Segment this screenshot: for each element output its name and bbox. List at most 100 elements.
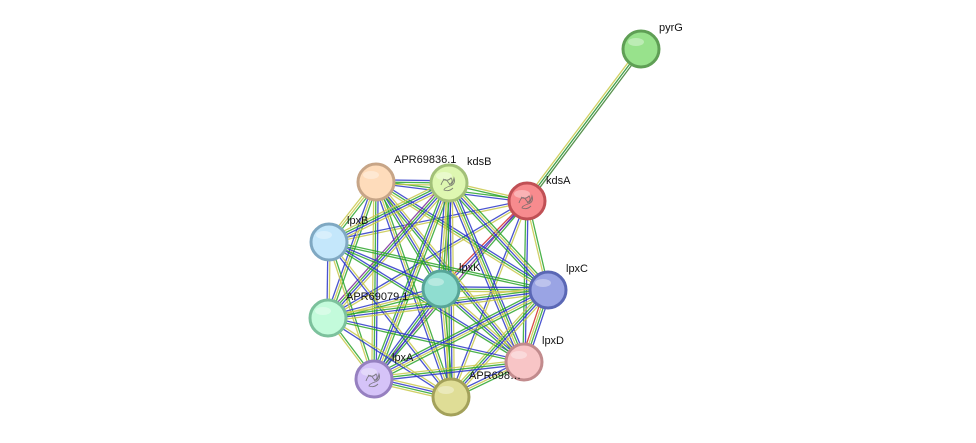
edge-kdsB-lpxC bbox=[450, 180, 551, 289]
edge-lpxC-APR698 bbox=[449, 288, 548, 397]
node-kdsA[interactable]: kdsA bbox=[507, 175, 571, 221]
edge-kdsB-lpxA bbox=[372, 182, 449, 379]
edge-APR69079-APR698 bbox=[328, 316, 452, 397]
node-APR69836[interactable]: APR69836.1 bbox=[356, 154, 456, 202]
edge-APR69836-lpxK bbox=[375, 181, 442, 290]
node-highlight bbox=[438, 386, 454, 394]
edge-lpxD-lpxA bbox=[374, 363, 525, 382]
node-lpxD[interactable]: lpxD bbox=[504, 335, 564, 382]
edge-lpxB-lpxA bbox=[329, 241, 376, 379]
edge-kdsA-lpxB bbox=[329, 201, 528, 244]
node-label: lpxA bbox=[392, 352, 414, 364]
edge-kdsB-lpxB bbox=[329, 183, 450, 244]
node-highlight bbox=[436, 172, 452, 180]
edge-layer bbox=[325, 47, 644, 401]
node-highlight bbox=[511, 351, 527, 359]
node-label: APR698… bbox=[469, 370, 521, 382]
node-highlight bbox=[628, 38, 644, 46]
node-label: APR69836.1 bbox=[394, 154, 456, 166]
edge-lpxC-lpxA bbox=[375, 292, 550, 383]
edge-kdsA-lpxB bbox=[328, 199, 527, 242]
node-label: lpxC bbox=[566, 263, 588, 275]
node-lpxK[interactable]: lpxK bbox=[421, 262, 481, 309]
edge-lpxC-APR698 bbox=[448, 287, 547, 396]
node-circle[interactable] bbox=[528, 270, 568, 310]
node-label: lpxD bbox=[542, 335, 564, 347]
node-kdsB[interactable]: kdsB bbox=[429, 156, 491, 203]
node-label: pyrG bbox=[659, 22, 683, 34]
edge-pyrG-kdsA bbox=[528, 49, 644, 203]
node-APR69079[interactable]: APR69079.1 bbox=[308, 291, 408, 338]
edge-kdsA-APR69079 bbox=[328, 201, 528, 320]
edge-kdsB-lpxA bbox=[376, 183, 453, 381]
node-highlight bbox=[535, 279, 551, 287]
node-layer: pyrG kdsA APR69836.1 kdsB lpxB lpxK lpxC APR690… bbox=[308, 22, 683, 417]
edge-kdsA-APR69079 bbox=[327, 199, 527, 318]
node-label: APR69079.1 bbox=[346, 291, 408, 303]
edge-APR69836-lpxC bbox=[375, 181, 549, 291]
edge-lpxC-lpxA bbox=[372, 286, 547, 377]
edge-lpxB-lpxD bbox=[328, 242, 524, 364]
node-circle[interactable] bbox=[421, 269, 461, 309]
node-highlight bbox=[361, 368, 377, 376]
edge-APR69836-lpxK bbox=[377, 180, 444, 289]
node-circle[interactable] bbox=[308, 298, 348, 338]
node-highlight bbox=[514, 190, 530, 198]
edge-APR69836-lpxC bbox=[376, 179, 550, 289]
edge-kdsA-APR698 bbox=[451, 201, 529, 398]
edge-APR69079-APR698 bbox=[327, 318, 451, 399]
protein-structure-icon bbox=[440, 176, 455, 192]
edge-kdsB-lpxA bbox=[374, 183, 451, 380]
node-circle[interactable] bbox=[621, 29, 661, 69]
edge-lpxC-APR698 bbox=[452, 291, 551, 400]
node-circle[interactable] bbox=[431, 377, 471, 417]
edge-lpxK-APR69079 bbox=[328, 290, 442, 321]
edge-APR69836-APR698 bbox=[375, 181, 452, 398]
edge-kdsB-lpxA bbox=[370, 181, 447, 379]
edge-lpxB-lpxK bbox=[329, 240, 442, 289]
edge-kdsB-lpxB bbox=[327, 179, 448, 240]
protein-structure-icon bbox=[518, 194, 533, 210]
edge-kdsA-lpxD bbox=[524, 201, 529, 363]
edge-APR69079-lpxD bbox=[327, 318, 524, 364]
node-pyrG[interactable]: pyrG bbox=[621, 22, 683, 69]
edge-kdsB-lpxB bbox=[330, 185, 451, 246]
node-APR698[interactable]: APR698… bbox=[431, 370, 521, 417]
edge-lpxD-lpxA bbox=[373, 359, 524, 378]
protein-structure-icon bbox=[365, 372, 380, 388]
edge-kdsB-lpxC bbox=[449, 181, 550, 290]
node-label: lpxB bbox=[347, 215, 368, 227]
edge-kdsB-APR69079 bbox=[328, 183, 451, 320]
node-label: kdsB bbox=[467, 156, 491, 168]
edge-kdsB-APR69079 bbox=[329, 184, 452, 321]
node-circle[interactable] bbox=[356, 162, 396, 202]
edge-kdsB-lpxC bbox=[447, 183, 548, 292]
edge-kdsB-lpxD bbox=[445, 184, 522, 364]
edge-lpxD-lpxA bbox=[373, 361, 525, 380]
edge-pyrG-kdsA bbox=[524, 47, 640, 201]
node-circle[interactable] bbox=[504, 342, 544, 382]
node-circle[interactable] bbox=[309, 222, 349, 262]
edge-kdsA-lpxD bbox=[522, 200, 527, 362]
edge-lpxB-lpxK bbox=[328, 242, 441, 291]
edge-lpxB-APR698 bbox=[327, 242, 451, 399]
edge-APR69079-lpxD bbox=[328, 316, 525, 362]
edge-APR69836-APR698 bbox=[377, 181, 454, 397]
edge-kdsB-lpxB bbox=[328, 181, 449, 242]
edge-kdsB-lpxC bbox=[446, 184, 547, 293]
node-label: kdsA bbox=[546, 175, 571, 187]
edge-pyrG-kdsA bbox=[526, 48, 642, 202]
node-highlight bbox=[428, 278, 444, 286]
node-highlight bbox=[316, 231, 332, 239]
edge-lpxB-lpxC bbox=[329, 240, 549, 290]
node-highlight bbox=[315, 307, 331, 315]
node-lpxC[interactable]: lpxC bbox=[528, 263, 588, 310]
node-lpxA[interactable]: lpxA bbox=[354, 352, 414, 399]
edge-kdsB-APR69079 bbox=[325, 180, 448, 317]
edge-APR69836-lpxA bbox=[371, 181, 375, 379]
edge-lpxK-APR69079 bbox=[327, 286, 441, 317]
node-lpxB[interactable]: lpxB bbox=[309, 215, 368, 262]
edge-lpxC-APR698 bbox=[451, 290, 550, 399]
node-label: lpxK bbox=[459, 262, 481, 274]
